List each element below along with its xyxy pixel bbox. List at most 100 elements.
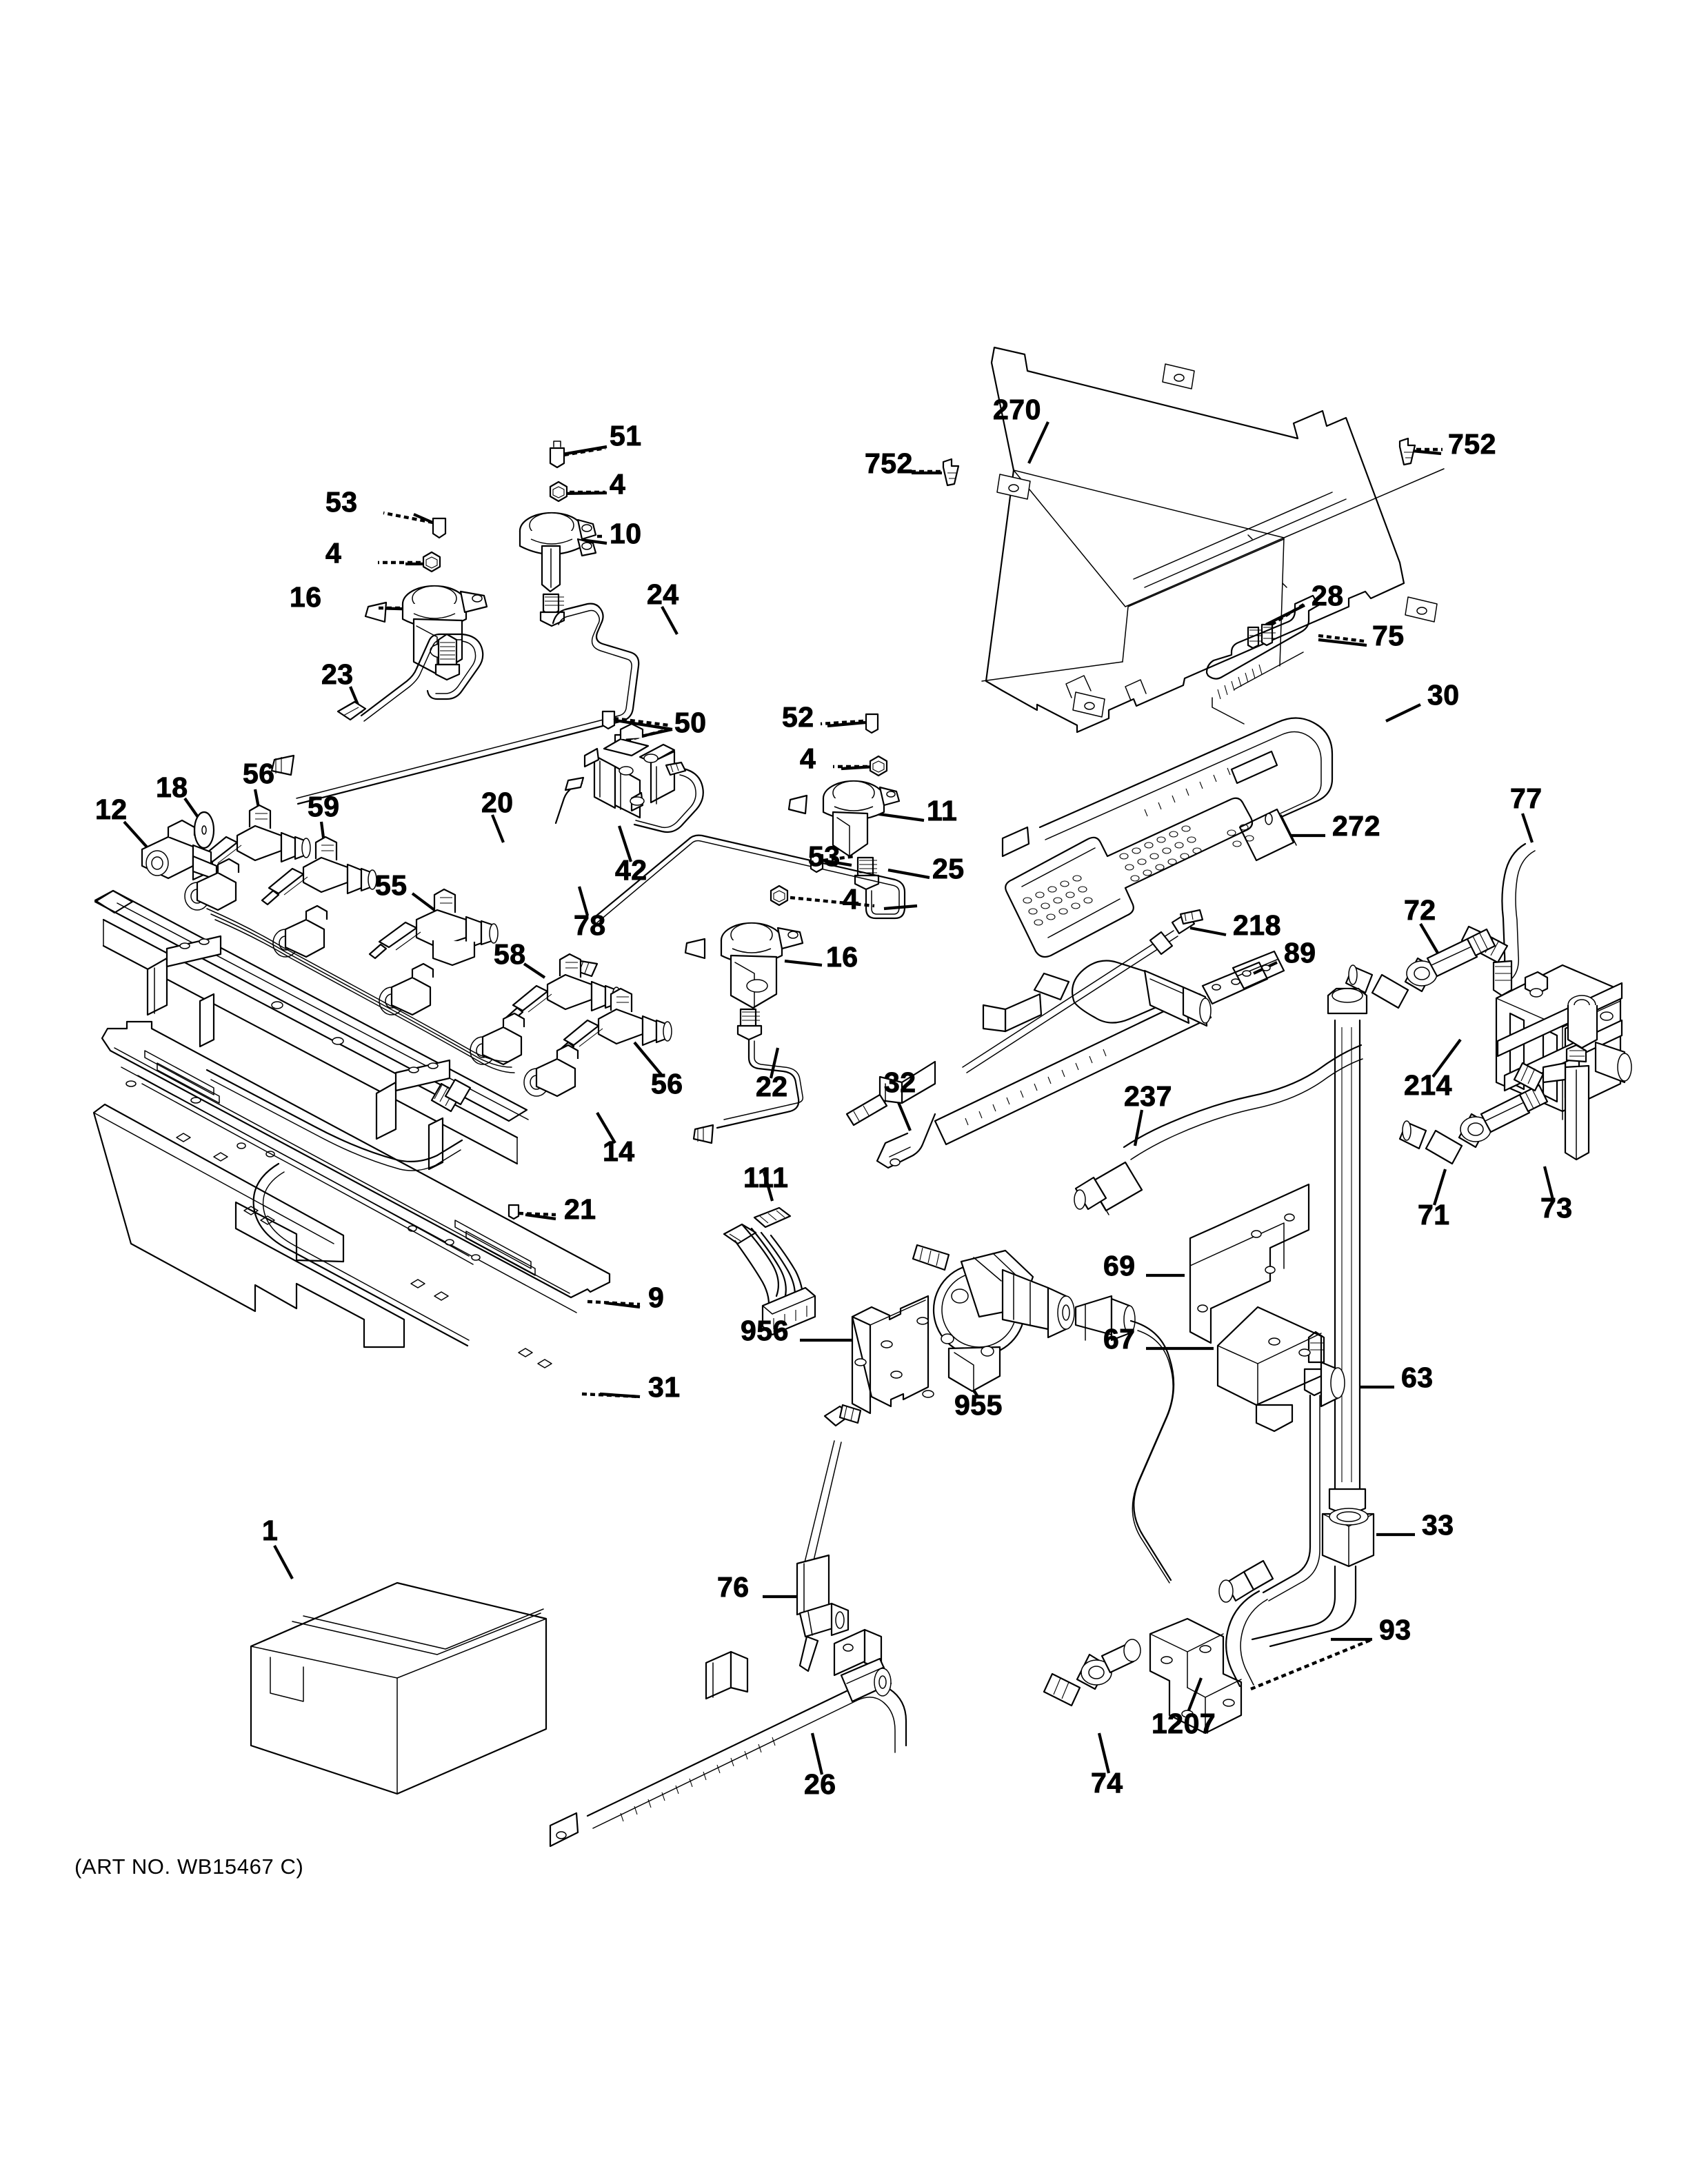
part-59-valve xyxy=(261,836,377,906)
part-14-manifold-pipe-end xyxy=(205,1069,472,1171)
callout-67: 67 xyxy=(1103,1323,1136,1355)
part-4b-nut xyxy=(378,551,441,573)
callout-22: 22 xyxy=(756,1071,788,1102)
callout-214: 214 xyxy=(1404,1069,1452,1101)
callout-16a: 16 xyxy=(290,581,322,613)
part-16a-surface-burner-base xyxy=(364,585,488,676)
callout-33: 33 xyxy=(1422,1509,1454,1541)
art-number-caption: (ART NO. WB15467 C) xyxy=(74,1854,304,1879)
part-272-oven-burner-perforated xyxy=(1005,797,1254,958)
callout-73: 73 xyxy=(1540,1192,1573,1224)
valve-body-237-inline xyxy=(982,960,1212,1033)
callout-72: 72 xyxy=(1404,894,1436,926)
part-51-screw-long xyxy=(549,441,606,469)
part-11-surface-burner-head xyxy=(787,780,901,891)
callout-55: 55 xyxy=(375,869,408,901)
part-89-flat-mount-bracket xyxy=(1201,950,1285,1005)
callout-30: 30 xyxy=(1427,679,1460,711)
part-71-elbow-fitting-lower xyxy=(1398,1084,1549,1165)
callout-89: 89 xyxy=(1284,937,1316,969)
part-111-wire-harness xyxy=(723,1206,816,1336)
part-1-carton-box xyxy=(250,1581,547,1795)
callout-16b: 16 xyxy=(826,941,858,973)
callout-93: 93 xyxy=(1379,1614,1411,1646)
part-52-screw xyxy=(820,713,879,734)
callout-25: 25 xyxy=(932,853,965,884)
part-56a-valve xyxy=(194,804,311,874)
callout-76: 76 xyxy=(717,1571,750,1603)
callout-14: 14 xyxy=(603,1135,635,1167)
callout-4a: 4 xyxy=(610,468,626,500)
part-21-screw-small xyxy=(508,1204,556,1220)
callout-53a: 53 xyxy=(325,486,358,518)
gas-pipe-network-right xyxy=(1074,987,1375,1691)
part-23-burner-tube-looped xyxy=(336,633,484,722)
callout-32: 32 xyxy=(884,1066,916,1098)
part-42-valve-manifold-bracket xyxy=(554,722,704,833)
callout-12: 12 xyxy=(95,793,128,825)
part-26-oven-burner-tube-bottom xyxy=(549,1628,907,1848)
part-4d-nut xyxy=(770,884,875,908)
part-72-elbow-fitting-upper xyxy=(1345,928,1496,1009)
part-270-heat-shield-panel xyxy=(981,346,1445,734)
callout-11: 11 xyxy=(927,795,958,827)
callout-21: 21 xyxy=(564,1193,596,1225)
part-69-mounting-bracket-angle xyxy=(1189,1183,1310,1344)
callout-4d: 4 xyxy=(843,883,859,915)
part-67-regulator-block xyxy=(1216,1306,1345,1433)
callout-270: 270 xyxy=(993,394,1041,425)
part-55-valve-center xyxy=(368,888,499,967)
callout-20: 20 xyxy=(481,787,514,818)
callout-71: 71 xyxy=(1418,1199,1450,1231)
callout-63: 63 xyxy=(1401,1362,1434,1393)
callout-28: 28 xyxy=(1312,580,1344,611)
manifold-rail-upper xyxy=(94,858,579,1171)
part-24-gas-supply-tube-long xyxy=(270,603,640,805)
part-74-elbow-connector xyxy=(1043,1639,1141,1707)
part-237-flexible-gas-line xyxy=(1074,1044,1363,1215)
part-4c-nut xyxy=(833,755,888,777)
callout-50: 50 xyxy=(674,707,707,738)
part-12-valve-assembly-left xyxy=(141,819,218,881)
callout-4b: 4 xyxy=(325,537,342,569)
callout-31: 31 xyxy=(648,1371,681,1403)
part-956-valve-mounting-bracket xyxy=(851,1295,934,1415)
part-752b-screw xyxy=(1398,437,1443,466)
callout-1: 1 xyxy=(262,1515,279,1546)
callout-752b: 752 xyxy=(1448,428,1496,460)
callout-74: 74 xyxy=(1091,1767,1123,1799)
part-4a-nut xyxy=(549,481,605,503)
callout-26: 26 xyxy=(804,1768,836,1800)
callout-56b: 56 xyxy=(651,1068,683,1100)
callout-52: 52 xyxy=(782,701,814,733)
callout-24: 24 xyxy=(647,578,679,610)
part-752a-screw xyxy=(912,458,960,487)
callout-111: 111 xyxy=(743,1162,789,1193)
part-76-oven-sensor-probe xyxy=(796,1404,862,1672)
part-22-burner-tube-short xyxy=(692,1038,804,1144)
callout-9: 9 xyxy=(648,1282,665,1313)
callout-1207: 1207 xyxy=(1152,1708,1216,1739)
part-73-pipe-nipple xyxy=(1513,1044,1590,1161)
callout-752a: 752 xyxy=(865,447,913,479)
callout-4c: 4 xyxy=(800,742,816,774)
part-31-burner-baffle-plate xyxy=(92,1103,641,1399)
part-955-gas-valve-solenoid xyxy=(912,1244,1075,1393)
callout-53b: 53 xyxy=(808,840,841,872)
callout-956: 956 xyxy=(741,1315,789,1346)
callout-272: 272 xyxy=(1332,810,1380,842)
callout-56a: 56 xyxy=(243,758,275,789)
part-18-orifice-washer xyxy=(193,811,215,849)
part-1207-support-bracket-bent xyxy=(1149,1617,1243,1735)
part-16b-surface-burner-base xyxy=(684,922,804,1041)
callout-18: 18 xyxy=(156,771,188,803)
callout-51: 51 xyxy=(610,420,642,452)
part-30-broil-burner-tube xyxy=(1001,717,1334,862)
part-53a-screw xyxy=(383,511,447,539)
callout-59: 59 xyxy=(308,791,340,822)
callout-69: 69 xyxy=(1103,1250,1136,1282)
part-218-igniter-electrode-lead xyxy=(845,909,1204,1126)
callout-77: 77 xyxy=(1510,782,1543,814)
